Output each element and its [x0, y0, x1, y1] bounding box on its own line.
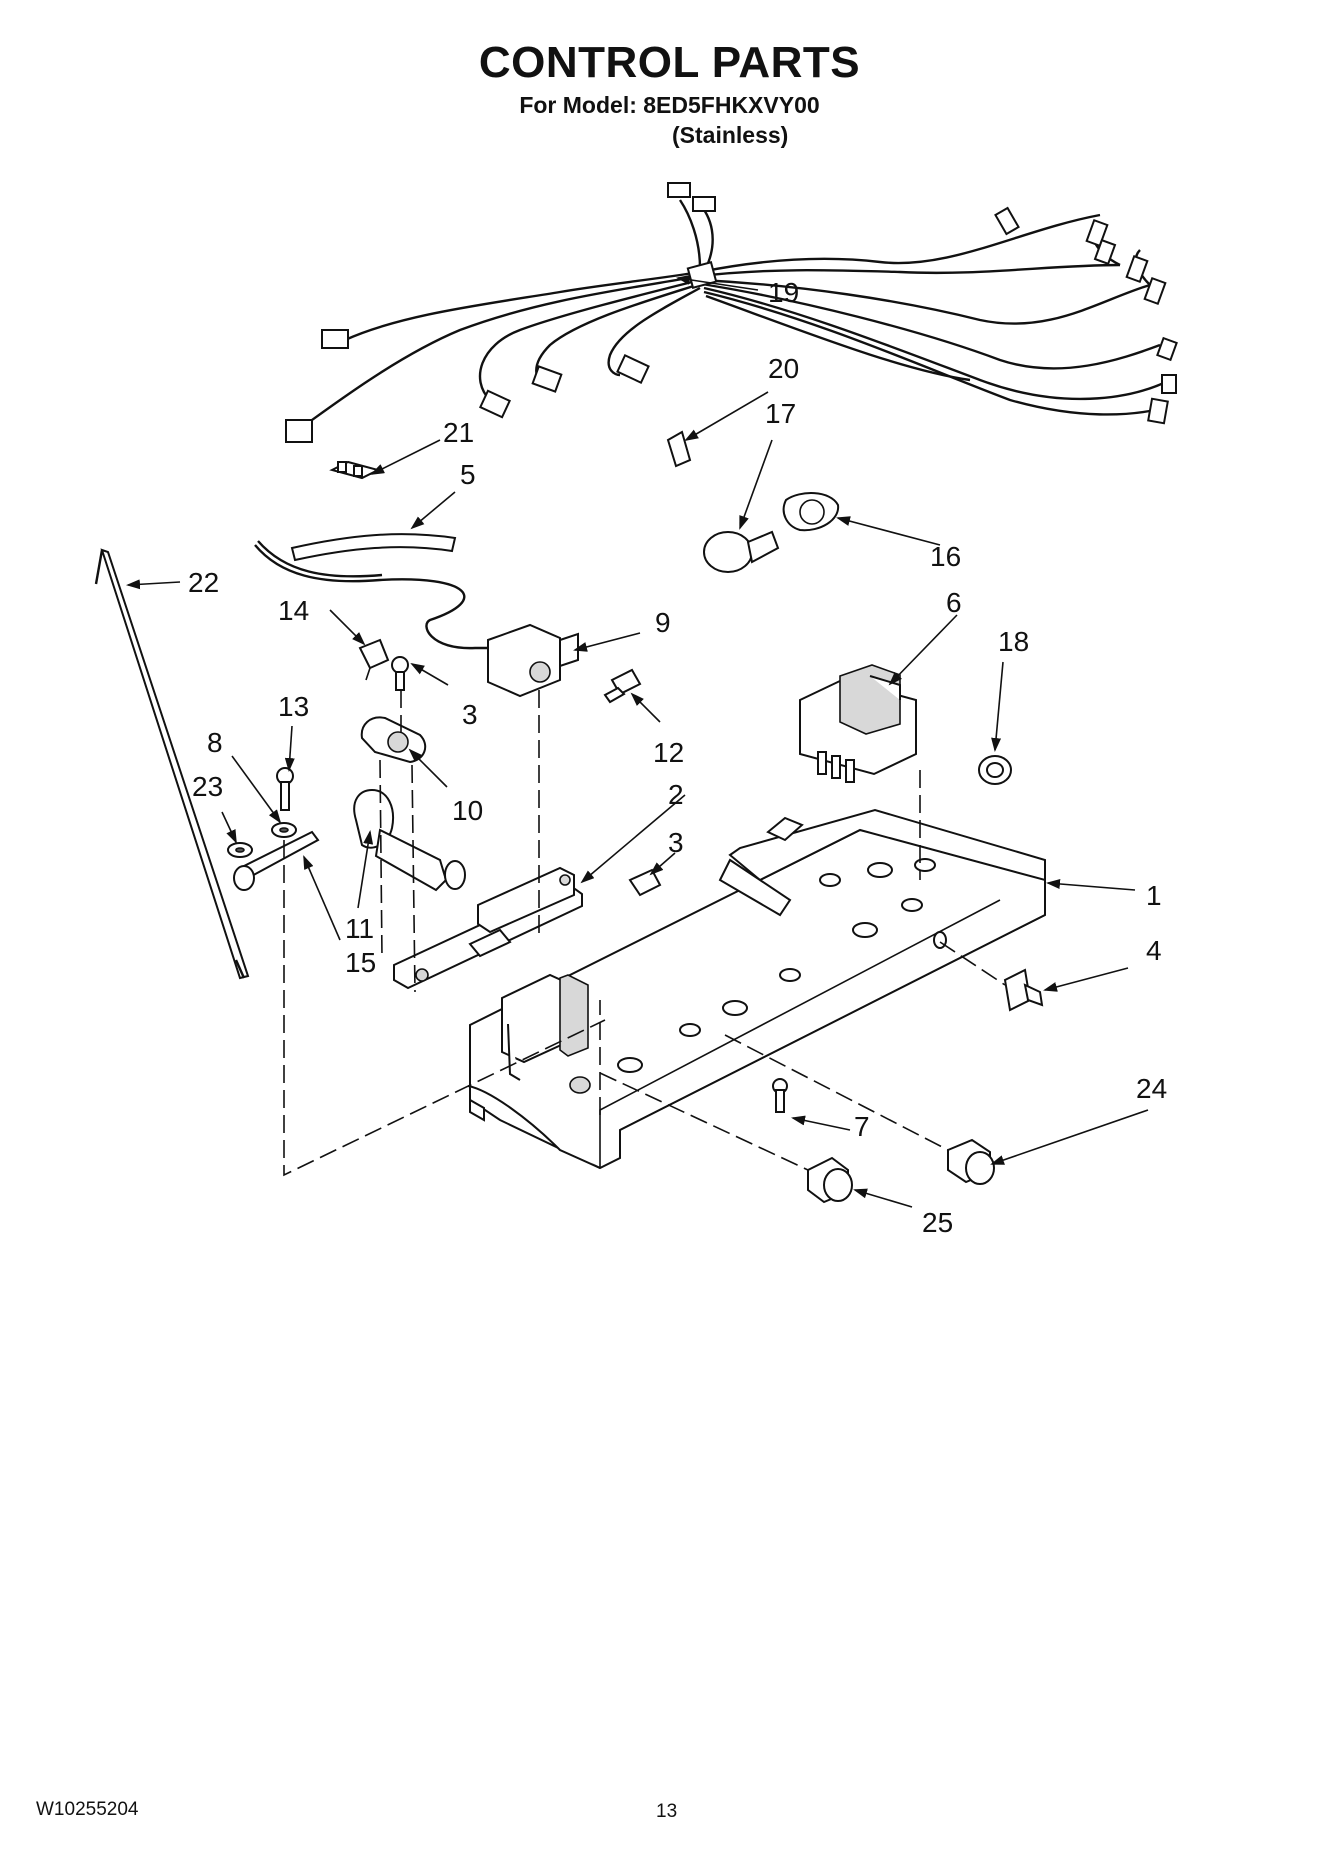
callout-15: 15: [345, 947, 376, 978]
part-3-screw-lower: [628, 868, 662, 897]
callout-13: 13: [278, 691, 309, 722]
part-9-thermostat: [254, 540, 579, 698]
callout-17: 17: [765, 398, 796, 429]
page-title: CONTROL PARTS: [478, 38, 861, 87]
part-1-housing: [467, 808, 1046, 1170]
callout-24: 24: [1136, 1073, 1167, 1104]
callout-16: 16: [930, 541, 961, 572]
callout-1: 1: [1146, 880, 1162, 911]
callout-25: 25: [922, 1207, 953, 1238]
assembly-lines: [283, 690, 1006, 1177]
leader-lines: [126, 274, 1149, 1208]
part-17-bulb: [703, 530, 780, 573]
part-21-clip: [329, 460, 381, 480]
callout-12: 12: [653, 737, 684, 768]
part-25-button: [807, 1156, 853, 1204]
callout-2: 2: [668, 779, 684, 810]
part-16-socket: [782, 492, 840, 532]
page-number: 13: [656, 1801, 678, 1822]
callout-7: 7: [854, 1111, 870, 1142]
callout-23: 23: [192, 771, 223, 802]
part-12-screw: [603, 668, 642, 704]
callout-20: 20: [768, 353, 799, 384]
part-18-grommet: [978, 755, 1012, 785]
part-4-switch: [1003, 968, 1044, 1012]
part-6-transformer: [799, 664, 917, 783]
part-20-clip: [666, 430, 692, 468]
wire-harness: [285, 182, 1178, 443]
callout-8: 8: [207, 727, 223, 758]
callout-14: 14: [278, 595, 309, 626]
callout-6: 6: [946, 587, 962, 618]
callout-3-upper: 3: [462, 699, 478, 730]
part-14-clip: [358, 638, 390, 681]
part-11-knob-shaft: [353, 788, 466, 892]
model-line: For Model: 8ED5FHKXVY00: [519, 92, 820, 118]
part-2-mount-plate: [393, 866, 583, 990]
callout-11: 11: [345, 913, 374, 944]
part-22-rod: [94, 548, 250, 980]
document-number: W10255204: [36, 1799, 139, 1820]
part-5-tube: [290, 533, 457, 562]
callout-18: 18: [998, 626, 1029, 657]
part-13-screw: [276, 767, 294, 811]
callout-3-lower: 3: [668, 827, 684, 858]
part-15-lever: [233, 830, 320, 891]
callout-9: 9: [655, 607, 671, 638]
callout-19: 19: [768, 277, 799, 308]
callout-10: 10: [452, 795, 483, 826]
model-variant: (Stainless): [672, 122, 789, 148]
callout-5: 5: [460, 459, 476, 490]
part-3-screw-upper: [391, 656, 409, 691]
callout-labels: 1 2 3 3 4 5 6 7 8 9 10 11 12 13 14 15 16…: [188, 277, 1167, 1238]
part-7-screw: [772, 1078, 788, 1113]
callout-22: 22: [188, 567, 219, 598]
part-24-button: [947, 1138, 995, 1185]
part-23-washer: [227, 842, 253, 858]
part-8-washer: [271, 822, 297, 838]
callout-21: 21: [443, 417, 474, 448]
callout-4: 4: [1146, 935, 1162, 966]
